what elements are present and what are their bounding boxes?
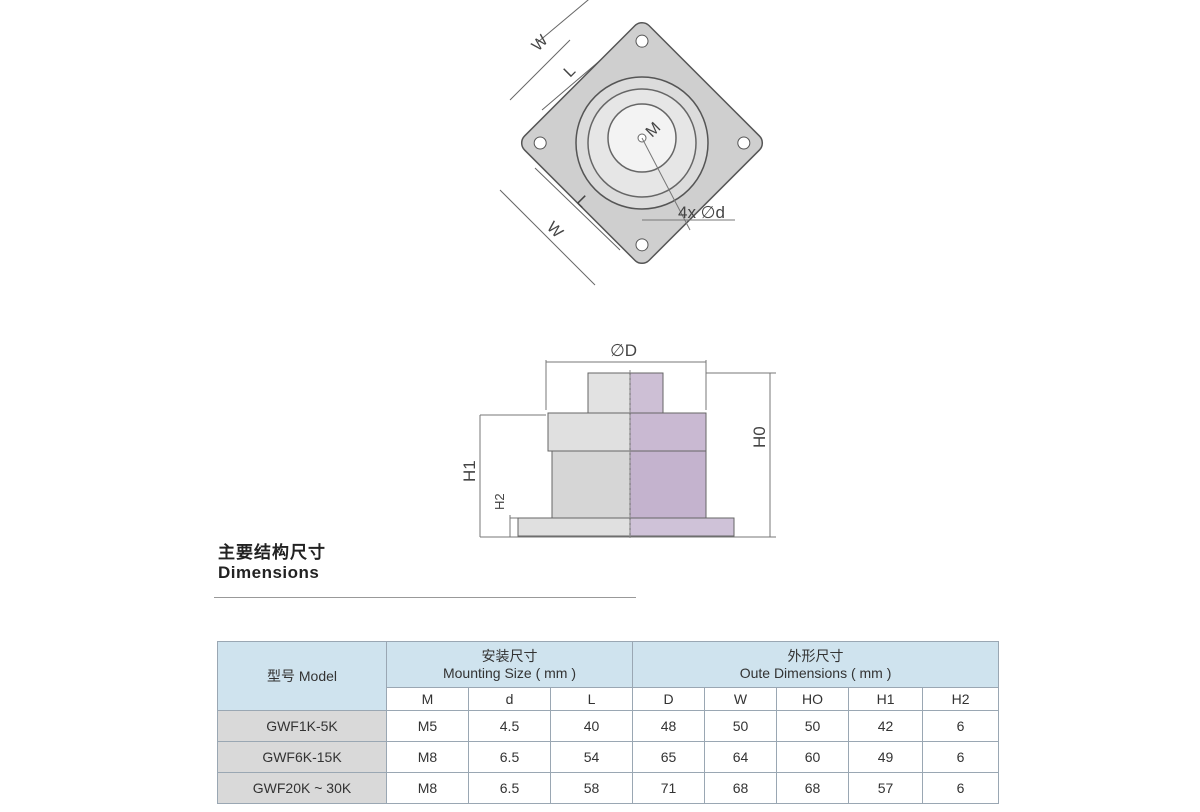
header-mounting-size: 安装尺寸 Mounting Size ( mm ) (385, 641, 634, 688)
header-outer-dimensions: 外形尺寸 Oute Dimensions ( mm ) (632, 641, 1000, 688)
label-diameter-d: ∅D (610, 341, 637, 360)
table-row: GWF20K ~ 30K M8 6.5 58 71 68 68 57 6 (217, 772, 1000, 804)
outer-dimensions-en: Oute Dimensions ( mm ) (739, 664, 892, 681)
label-w-upper: W (529, 31, 552, 54)
mounting-size-en: Mounting Size ( mm ) (442, 664, 577, 681)
table-cell: 6 (922, 710, 1000, 742)
table-cell: 6 (922, 741, 1000, 773)
table-cell: 49 (848, 741, 924, 773)
label-h0: H0 (750, 426, 769, 448)
column-header: HO (776, 687, 850, 711)
table-cell: 58 (549, 772, 634, 804)
column-header: H1 (848, 687, 924, 711)
side-view-drawing: ∅D H0 H1 H2 (460, 341, 776, 540)
column-header: D (632, 687, 706, 711)
body-top-grey (547, 412, 631, 452)
table-cell: 48 (632, 710, 706, 742)
table-cell: 42 (848, 710, 924, 742)
mount-hole (737, 136, 751, 150)
mount-hole (635, 34, 649, 48)
model-cell: GWF6K-15K (217, 741, 387, 773)
outer-dimensions-cn: 外形尺寸 (787, 647, 844, 664)
column-header: W (704, 687, 778, 711)
dimensions-heading: 主要结构尺寸 Dimensions (218, 543, 326, 583)
body-grey (551, 450, 631, 519)
model-cell: GWF20K ~ 30K (217, 772, 387, 804)
heading-english: Dimensions (218, 563, 320, 582)
mounting-size-cn: 安装尺寸 (481, 647, 538, 664)
table-cell: M5 (386, 710, 469, 742)
heading-chinese: 主要结构尺寸 (218, 543, 326, 562)
top-view-drawing: W L M L W 4x ∅d (499, 0, 764, 286)
column-header: M (386, 687, 469, 711)
dimensions-table: 型号 Model 安装尺寸 Mounting Size ( mm ) 外形尺寸 … (217, 641, 1000, 804)
table-cell: 60 (776, 741, 850, 773)
table-cell: 68 (704, 772, 778, 804)
cap-grey (587, 372, 631, 414)
table-cell: M8 (386, 772, 469, 804)
label-w-lower: W (543, 219, 566, 242)
table-cell: 4.5 (468, 710, 551, 742)
cap-purple (629, 372, 664, 414)
body-purple (629, 450, 707, 519)
label-l-upper: L (561, 62, 579, 80)
column-header: L (549, 687, 634, 711)
table-cell: 40 (549, 710, 634, 742)
header-model: 型号 Model (217, 641, 387, 711)
mount-hole (635, 238, 649, 252)
table-cell: 50 (704, 710, 778, 742)
table-cell: 6.5 (468, 741, 551, 773)
model-cell: GWF1K-5K (217, 710, 387, 742)
label-h1: H1 (460, 460, 479, 482)
table-cell: M8 (386, 741, 469, 773)
label-h2: H2 (492, 493, 507, 510)
base-grey (517, 517, 631, 537)
table-row: GWF6K-15K M8 6.5 54 65 64 60 49 6 (217, 741, 1000, 773)
table-cell: 65 (632, 741, 706, 773)
mount-hole (533, 136, 547, 150)
table-cell: 71 (632, 772, 706, 804)
column-header: H2 (922, 687, 1000, 711)
column-header: d (468, 687, 551, 711)
heading-divider (214, 597, 636, 598)
table-cell: 50 (776, 710, 850, 742)
table-cell: 6.5 (468, 772, 551, 804)
table-cell: 6 (922, 772, 1000, 804)
table-cell: 57 (848, 772, 924, 804)
side-dimension-lines (479, 360, 776, 538)
table-cell: 54 (549, 741, 634, 773)
label-holes: 4x ∅d (678, 203, 725, 222)
base-purple (629, 517, 735, 537)
table-cell: 68 (776, 772, 850, 804)
body-top-purple (629, 412, 707, 452)
table-row: GWF1K-5K M5 4.5 40 48 50 50 42 6 (217, 710, 1000, 742)
table-cell: 64 (704, 741, 778, 773)
